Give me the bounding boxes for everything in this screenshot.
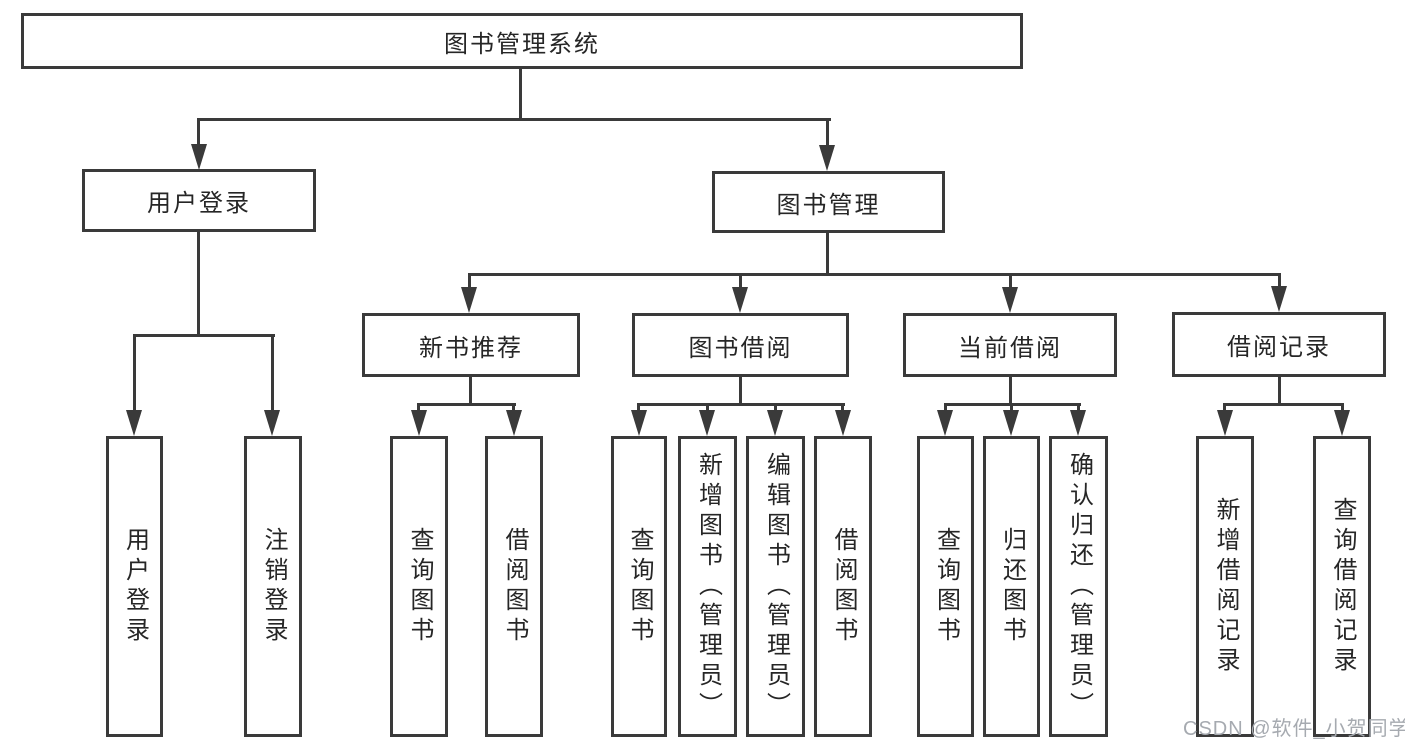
connector-stem-borrowing-records bbox=[1278, 273, 1281, 287]
connector-book-management-stub bbox=[826, 233, 829, 275]
connector-stem bbox=[841, 403, 844, 413]
node-borrowing-records: 借阅记录 bbox=[1172, 312, 1386, 377]
arrowhead-book-borrowing bbox=[732, 287, 748, 313]
arrowhead bbox=[411, 410, 427, 436]
arrowhead-user-login bbox=[191, 144, 207, 170]
arrowhead bbox=[1070, 410, 1086, 436]
leaf-logout: 注销登录 bbox=[244, 436, 302, 737]
arrowhead bbox=[1217, 410, 1233, 436]
arrowhead bbox=[767, 410, 783, 436]
connector-stem-book-management bbox=[826, 118, 829, 146]
connector-stem bbox=[1010, 403, 1013, 413]
leaf-confirm-return-admin: 确认归还（管理员） bbox=[1049, 436, 1108, 737]
connector-stem-leaf-logout bbox=[271, 334, 274, 412]
arrowhead-new-books bbox=[461, 287, 477, 313]
arrowhead bbox=[1003, 410, 1019, 436]
connector-stem bbox=[417, 403, 420, 413]
connector-user-login-stub bbox=[197, 232, 200, 337]
connector-root-stub bbox=[519, 68, 522, 121]
node-book-borrowing: 图书借阅 bbox=[632, 313, 849, 377]
connector-stem bbox=[1223, 403, 1226, 413]
node-new-book-recommendation: 新书推荐 bbox=[362, 313, 580, 377]
connector-stem bbox=[512, 403, 515, 413]
connector-book-borrowing-stub bbox=[739, 377, 742, 406]
arrowhead-borrowing-records bbox=[1271, 286, 1287, 312]
leaf-user-login: 用户登录 bbox=[106, 436, 163, 737]
connector-stem bbox=[706, 403, 709, 413]
connector-new-books-distributor bbox=[417, 403, 516, 406]
arrowhead bbox=[506, 410, 522, 436]
connector-stem bbox=[1341, 403, 1344, 413]
connector-stem-leaf-user-login bbox=[133, 334, 136, 412]
arrowhead bbox=[835, 410, 851, 436]
connector-user-login-distributor bbox=[133, 334, 275, 337]
node-book-management: 图书管理 bbox=[712, 171, 945, 233]
leaf-add-borrow-record: 新增借阅记录 bbox=[1196, 436, 1254, 737]
connector-level1-distributor bbox=[198, 118, 831, 121]
leaf-query-books-current: 查询图书 bbox=[917, 436, 974, 737]
leaf-query-books-borrowing: 查询图书 bbox=[611, 436, 667, 737]
connector-stem-book-borrowing bbox=[739, 273, 742, 287]
arrowhead bbox=[699, 410, 715, 436]
arrowhead-current-borrowing bbox=[1002, 287, 1018, 313]
leaf-edit-book-admin: 编辑图书（管理员） bbox=[746, 436, 805, 737]
connector-stem bbox=[944, 403, 947, 413]
connector-borrowing-records-distributor bbox=[1223, 403, 1344, 406]
connector-stem bbox=[1077, 403, 1080, 413]
node-library-management-system: 图书管理系统 bbox=[21, 13, 1023, 69]
connector-stem-user-login bbox=[197, 118, 200, 146]
node-current-borrowing: 当前借阅 bbox=[903, 313, 1117, 377]
leaf-add-book-admin: 新增图书（管理员） bbox=[678, 436, 737, 737]
arrowhead bbox=[1334, 410, 1350, 436]
arrowhead-leaf-logout bbox=[264, 410, 280, 436]
node-user-login: 用户登录 bbox=[82, 169, 316, 232]
leaf-query-borrow-record: 查询借阅记录 bbox=[1313, 436, 1371, 737]
connector-level2-distributor bbox=[468, 273, 1281, 276]
connector-book-borrowing-distributor bbox=[637, 403, 845, 406]
arrowhead bbox=[631, 410, 647, 436]
connector-stem bbox=[774, 403, 777, 413]
connector-stem-current-borrowing bbox=[1009, 273, 1012, 287]
connector-borrowing-records-stub bbox=[1278, 377, 1281, 406]
connector-current-borrowing-stub bbox=[1009, 377, 1012, 406]
arrowhead bbox=[937, 410, 953, 436]
arrowhead-book-management bbox=[819, 145, 835, 171]
connector-stem bbox=[637, 403, 640, 413]
leaf-return-book: 归还图书 bbox=[983, 436, 1040, 737]
leaf-borrow-book: 借阅图书 bbox=[814, 436, 872, 737]
leaf-borrow-books-recommend: 借阅图书 bbox=[485, 436, 543, 737]
leaf-query-books-recommend: 查询图书 bbox=[390, 436, 448, 737]
arrowhead-leaf-user-login bbox=[126, 410, 142, 436]
csdn-watermark: CSDN @软件_小贺同学 bbox=[1183, 718, 1405, 740]
connector-new-books-stub bbox=[469, 377, 472, 406]
connector-stem-new-books bbox=[468, 273, 471, 287]
